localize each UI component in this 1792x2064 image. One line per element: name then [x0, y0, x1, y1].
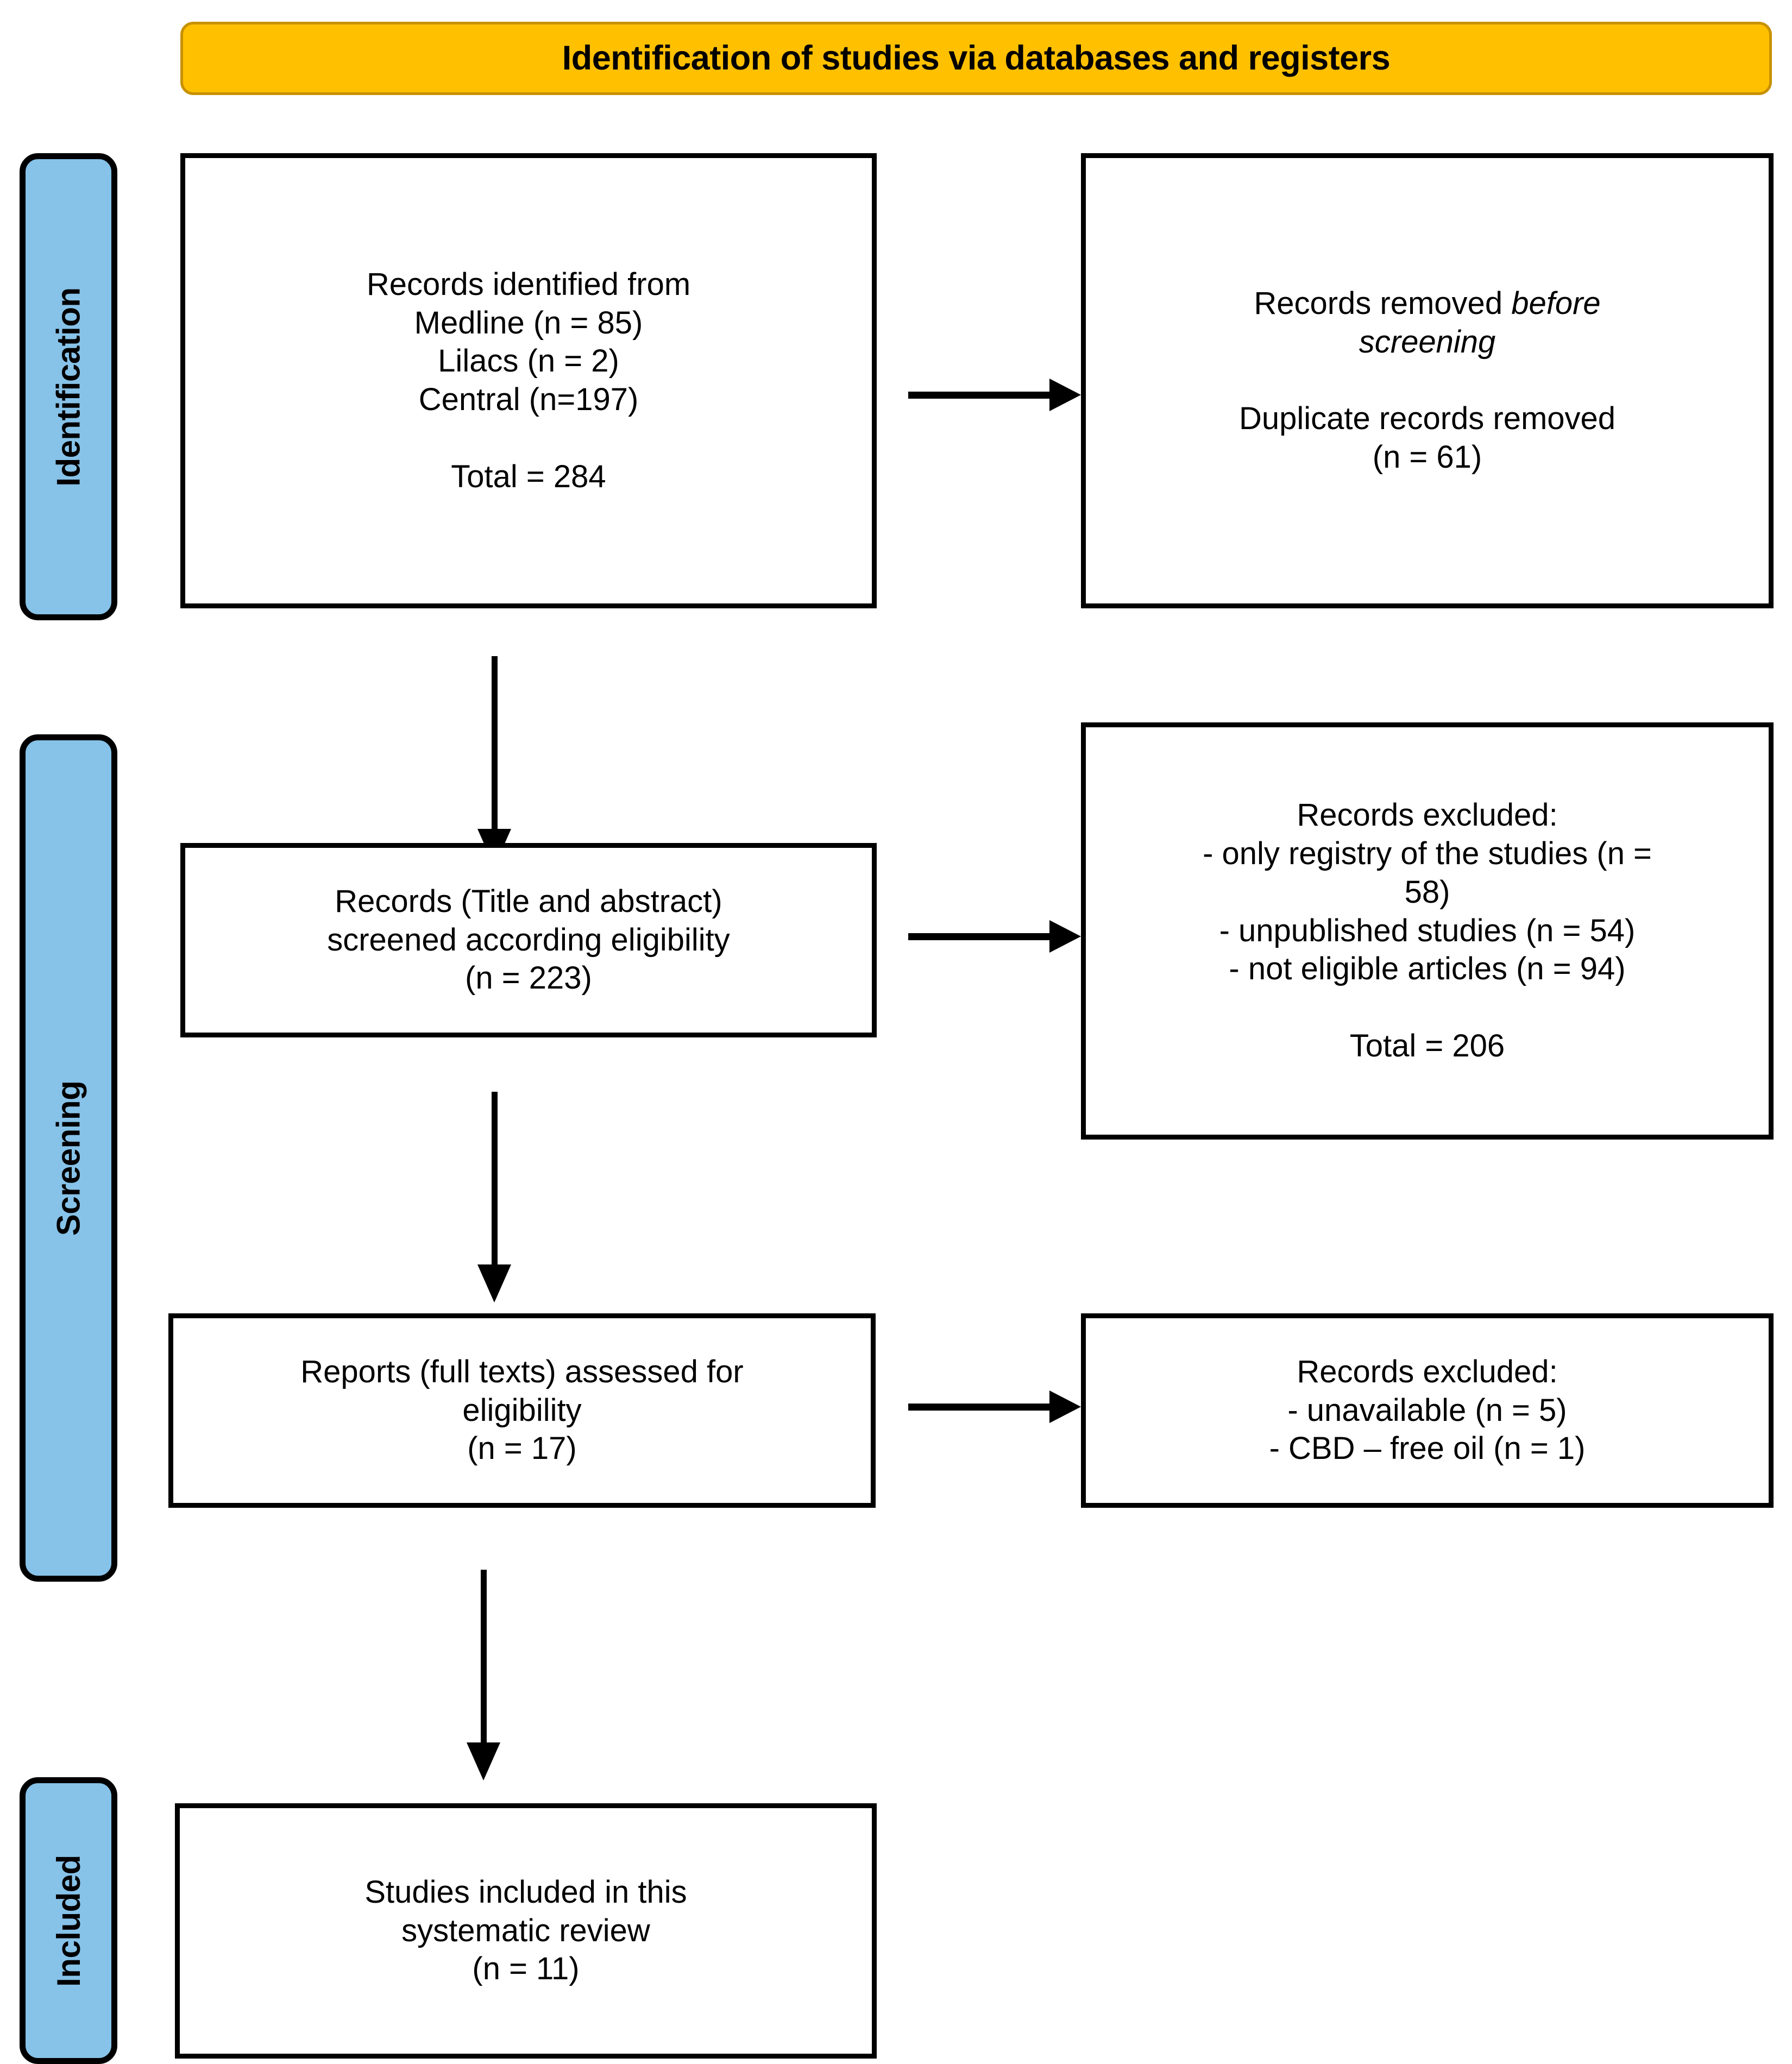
stage-bar-included: Included — [20, 1777, 117, 2064]
records-removed-line1-italic: before — [1511, 286, 1601, 322]
arrow-shaft — [492, 656, 498, 830]
stage-label-screening: Screening — [50, 1080, 87, 1236]
arrow-shaft — [908, 1404, 1051, 1411]
box-records-excluded-fulltext-text: Records excluded: - unavailable (n = 5) … — [1269, 1354, 1586, 1467]
box-records-screened-text: Records (Title and abstract) screened ac… — [327, 883, 730, 996]
box-records-excluded-fulltext: Records excluded: - unavailable (n = 5) … — [1081, 1313, 1774, 1508]
arrow-shaft — [908, 933, 1051, 940]
records-removed-line1-plain: Records removed — [1254, 286, 1512, 322]
arrow-head — [1049, 1390, 1081, 1423]
box-records-identified: Records identified from Medline (n = 85)… — [180, 153, 877, 608]
stage-bar-identification: Identification — [20, 153, 117, 620]
box-records-excluded-screening: Records excluded: - only registry of the… — [1081, 722, 1774, 1140]
records-removed-line2-italic: screening — [1359, 324, 1496, 360]
diagram-title: Identification of studies via databases … — [562, 39, 1391, 77]
box-records-excluded-screening-text: Records excluded: - only registry of the… — [1203, 797, 1652, 1064]
stage-label-included: Included — [50, 1854, 87, 1987]
diagram-header-banner: Identification of studies via databases … — [180, 22, 1772, 95]
box-records-screened: Records (Title and abstract) screened ac… — [180, 843, 877, 1037]
box-reports-assessed: Reports (full texts) assessed for eligib… — [168, 1313, 876, 1508]
arrow-shaft — [908, 392, 1051, 399]
arrow-shaft — [481, 1570, 487, 1744]
stage-label-identification: Identification — [50, 287, 87, 487]
box-studies-included: Studies included in this systematic revi… — [175, 1803, 877, 2059]
box-studies-included-text: Studies included in this systematic revi… — [364, 1874, 687, 1987]
arrow-head — [467, 1742, 500, 1780]
arrow-head — [1049, 920, 1081, 953]
stage-bar-screening: Screening — [20, 734, 117, 1582]
arrow-head — [1049, 379, 1081, 411]
records-removed-line5: (n = 61) — [1372, 439, 1482, 475]
arrow-head — [477, 1264, 511, 1302]
records-removed-line4: Duplicate records removed — [1238, 401, 1616, 437]
box-reports-assessed-text: Reports (full texts) assessed for eligib… — [300, 1354, 744, 1467]
box-records-identified-text: Records identified from Medline (n = 85)… — [366, 266, 691, 494]
arrow-shaft — [492, 1092, 498, 1266]
